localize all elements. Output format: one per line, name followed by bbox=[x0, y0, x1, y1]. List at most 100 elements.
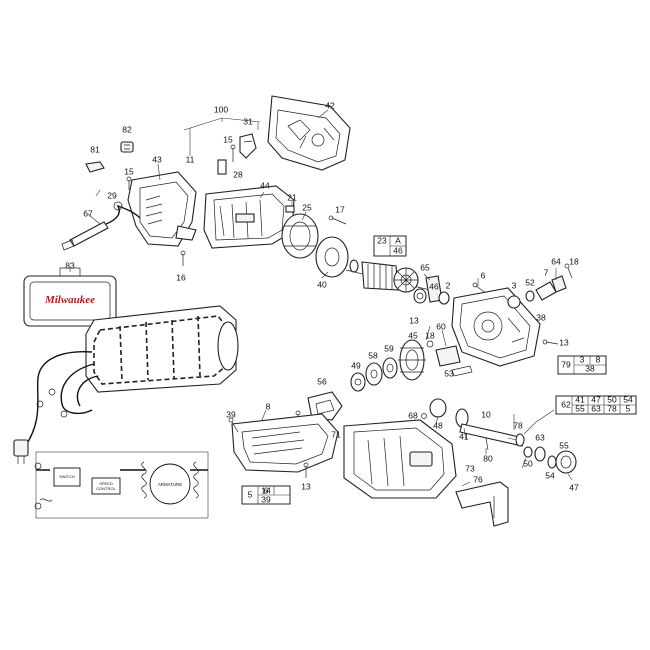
part-label: 23 bbox=[377, 235, 387, 245]
leader-lines bbox=[69, 109, 573, 487]
part-label: 48 bbox=[433, 420, 443, 430]
part-label: 6 bbox=[481, 270, 486, 280]
part-15-screw-top bbox=[230, 144, 236, 162]
part-25-field bbox=[281, 213, 319, 259]
armature-symbol bbox=[149, 463, 191, 505]
part-label: 63 bbox=[535, 432, 545, 442]
part-label: A bbox=[395, 235, 401, 245]
part-label: 7 bbox=[544, 267, 549, 277]
part-label: 2 bbox=[446, 280, 451, 290]
part-label: 80 bbox=[483, 453, 493, 463]
part-42-housing-cover bbox=[267, 95, 351, 171]
part-label: 47 bbox=[591, 394, 601, 404]
part-78 bbox=[534, 446, 546, 462]
part-label: 55 bbox=[575, 403, 585, 413]
part-28 bbox=[217, 159, 227, 175]
part-label: 45 bbox=[408, 330, 418, 340]
wiring-diagram: SWITCH SPEED CONTROL ARMATURE bbox=[34, 451, 209, 519]
grid-62 bbox=[555, 395, 637, 415]
part-29 bbox=[113, 201, 123, 211]
part-50 bbox=[523, 446, 533, 458]
part-18-screw-mid bbox=[426, 340, 434, 348]
part-label: 8 bbox=[596, 354, 601, 364]
part-label: 54 bbox=[545, 470, 555, 480]
switch-label: SWITCH bbox=[59, 474, 75, 479]
part-39-nose-housing bbox=[231, 413, 339, 473]
part-31 bbox=[239, 133, 257, 159]
part-48-plunger bbox=[459, 423, 525, 447]
part-44-motor-housing bbox=[203, 185, 295, 249]
part-label: 44 bbox=[260, 180, 270, 190]
part-label: 82 bbox=[122, 124, 132, 134]
switch-box bbox=[53, 467, 81, 487]
part-label: 53 bbox=[444, 368, 454, 378]
part-60 bbox=[435, 345, 461, 367]
part-58-washer bbox=[365, 362, 383, 386]
part-label: 47 bbox=[569, 482, 579, 492]
part-label: 50 bbox=[523, 458, 533, 468]
part-label: 18 bbox=[569, 256, 579, 266]
part-46-bearing bbox=[413, 288, 427, 304]
part-label: 83 bbox=[65, 260, 75, 270]
part-label: 8 bbox=[266, 401, 271, 411]
part-label: 15 bbox=[223, 134, 233, 144]
part-63-screw bbox=[485, 437, 489, 451]
part-label: 13 bbox=[409, 315, 419, 325]
part-label: 17 bbox=[335, 204, 345, 214]
part-81 bbox=[85, 161, 105, 173]
part-82 bbox=[120, 141, 134, 153]
part-label: 68 bbox=[408, 410, 418, 420]
part-label: 39 bbox=[261, 494, 271, 504]
part-label: 73 bbox=[465, 463, 475, 473]
part-label: 81 bbox=[90, 144, 100, 154]
part-38-gear-housing bbox=[451, 287, 541, 367]
part-54 bbox=[547, 455, 557, 469]
part-53 bbox=[451, 365, 473, 377]
part-15-screw-left bbox=[126, 176, 132, 190]
part-label: 31 bbox=[243, 116, 253, 126]
part-label: 59 bbox=[384, 343, 394, 353]
bracket-100 bbox=[183, 117, 261, 156]
part-23-armature bbox=[345, 259, 431, 293]
part-13-screw-right bbox=[542, 339, 559, 345]
part-label: 60 bbox=[436, 321, 446, 331]
part-label: 41 bbox=[459, 431, 469, 441]
part-label: 13 bbox=[301, 481, 311, 491]
part-49-washer bbox=[350, 372, 366, 392]
part-label: 3 bbox=[512, 280, 517, 290]
part-label: 65 bbox=[420, 262, 430, 272]
part-3 bbox=[507, 295, 521, 309]
motor-assembly-wired bbox=[13, 305, 239, 464]
part-8-screw bbox=[421, 413, 427, 419]
part-label: 62 bbox=[561, 399, 571, 409]
part-83-carry-case: Milwaukee bbox=[23, 267, 117, 327]
part-label: 78 bbox=[607, 403, 617, 413]
part-label: 67 bbox=[83, 208, 93, 218]
part-18-screw-right bbox=[564, 263, 573, 279]
part-label: 39 bbox=[226, 409, 236, 419]
part-label: 41 bbox=[575, 394, 585, 404]
part-label: 52 bbox=[525, 277, 535, 287]
grid-80 bbox=[241, 485, 291, 505]
part-label: 38 bbox=[536, 312, 546, 322]
part-59-washer bbox=[382, 357, 398, 379]
part-label: 29 bbox=[107, 190, 117, 200]
part-label: 14 bbox=[261, 485, 271, 495]
part-label: 71 bbox=[331, 429, 341, 439]
speed-control-box bbox=[91, 477, 121, 495]
part-label: 40 bbox=[317, 279, 327, 289]
part-label: 43 bbox=[152, 154, 162, 164]
part-label: 63 bbox=[591, 403, 601, 413]
part-label: 18 bbox=[425, 330, 435, 340]
part-label: 50 bbox=[607, 394, 617, 404]
part-label: 78 bbox=[513, 420, 523, 430]
part-label: 79 bbox=[561, 359, 571, 369]
part-64 bbox=[551, 275, 567, 293]
part-label: 42 bbox=[325, 100, 335, 110]
part-label: 38 bbox=[585, 363, 595, 373]
part-41 bbox=[515, 433, 525, 447]
part-label: 13 bbox=[559, 337, 569, 347]
